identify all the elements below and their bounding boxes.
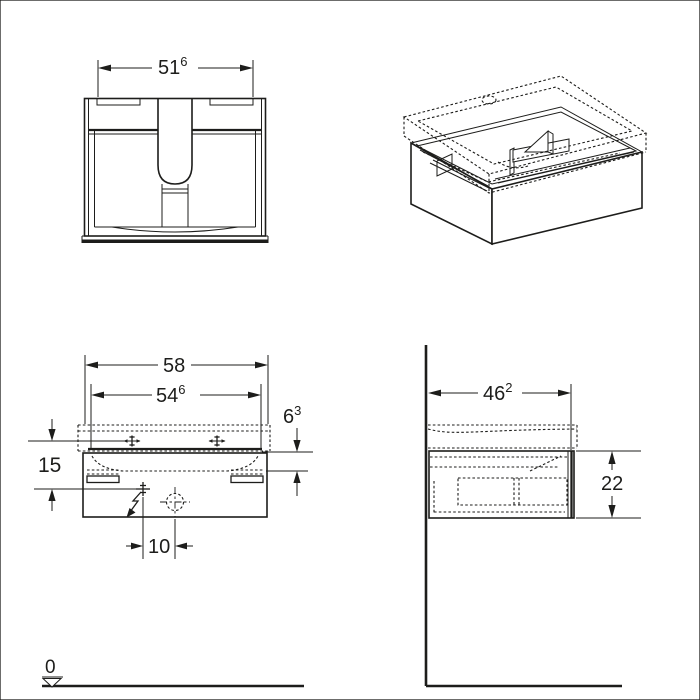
floor-datum: 0 xyxy=(41,657,304,688)
dim-label-22: 22 xyxy=(601,473,623,495)
dim-label-6-3: 63 xyxy=(283,403,301,428)
dimension-front-overall-width: 58 xyxy=(84,355,269,424)
isometric-view xyxy=(402,75,648,246)
dim-label-10: 10 xyxy=(148,536,170,558)
dimension-front-bracket-offset: 63 xyxy=(262,403,313,496)
dim-label-51-6: 516 xyxy=(158,54,187,79)
iso-siphon-bracket xyxy=(523,129,549,153)
iso-cabinet-box xyxy=(410,106,643,246)
dimension-side-height: 22 xyxy=(576,450,641,519)
siphon-cutout xyxy=(157,98,193,185)
dim-label-58: 58 xyxy=(163,355,185,377)
datum-triangle-icon xyxy=(41,678,63,688)
dimension-front-outlet-spacing: 10 xyxy=(126,497,193,559)
datum-level-label: 0 xyxy=(45,657,56,678)
dimension-topview-width: 516 xyxy=(97,54,254,97)
side-cabinet-body xyxy=(428,450,575,519)
dim-label-15: 15 xyxy=(38,454,61,477)
electrical-connection-icon xyxy=(126,482,150,518)
iso-tap-hole xyxy=(481,95,497,105)
dim-label-54-6: 546 xyxy=(156,382,185,407)
top-view: 516 xyxy=(81,54,269,243)
mounting-bracket-right xyxy=(230,469,264,484)
dimension-front-connection-offset: 15 xyxy=(28,419,136,511)
front-washbasin-dashed xyxy=(77,424,271,452)
side-washbasin-dashed xyxy=(427,424,578,449)
front-view: 58 546 xyxy=(28,355,313,559)
top-view-body xyxy=(81,97,269,243)
dimension-front-drawer-width: 546 xyxy=(90,382,262,449)
side-hidden-lines xyxy=(430,455,568,514)
mounting-bracket-left xyxy=(86,469,120,484)
water-outlet-icon xyxy=(160,487,190,517)
dimension-side-depth: 462 xyxy=(428,380,572,450)
lightning-bolt-icon xyxy=(129,491,142,513)
side-view: 462 xyxy=(424,345,641,688)
iso-washbasin-dashed-outline xyxy=(402,75,648,194)
front-cabinet-body xyxy=(82,447,268,518)
dim-label-46-2: 462 xyxy=(483,380,512,405)
